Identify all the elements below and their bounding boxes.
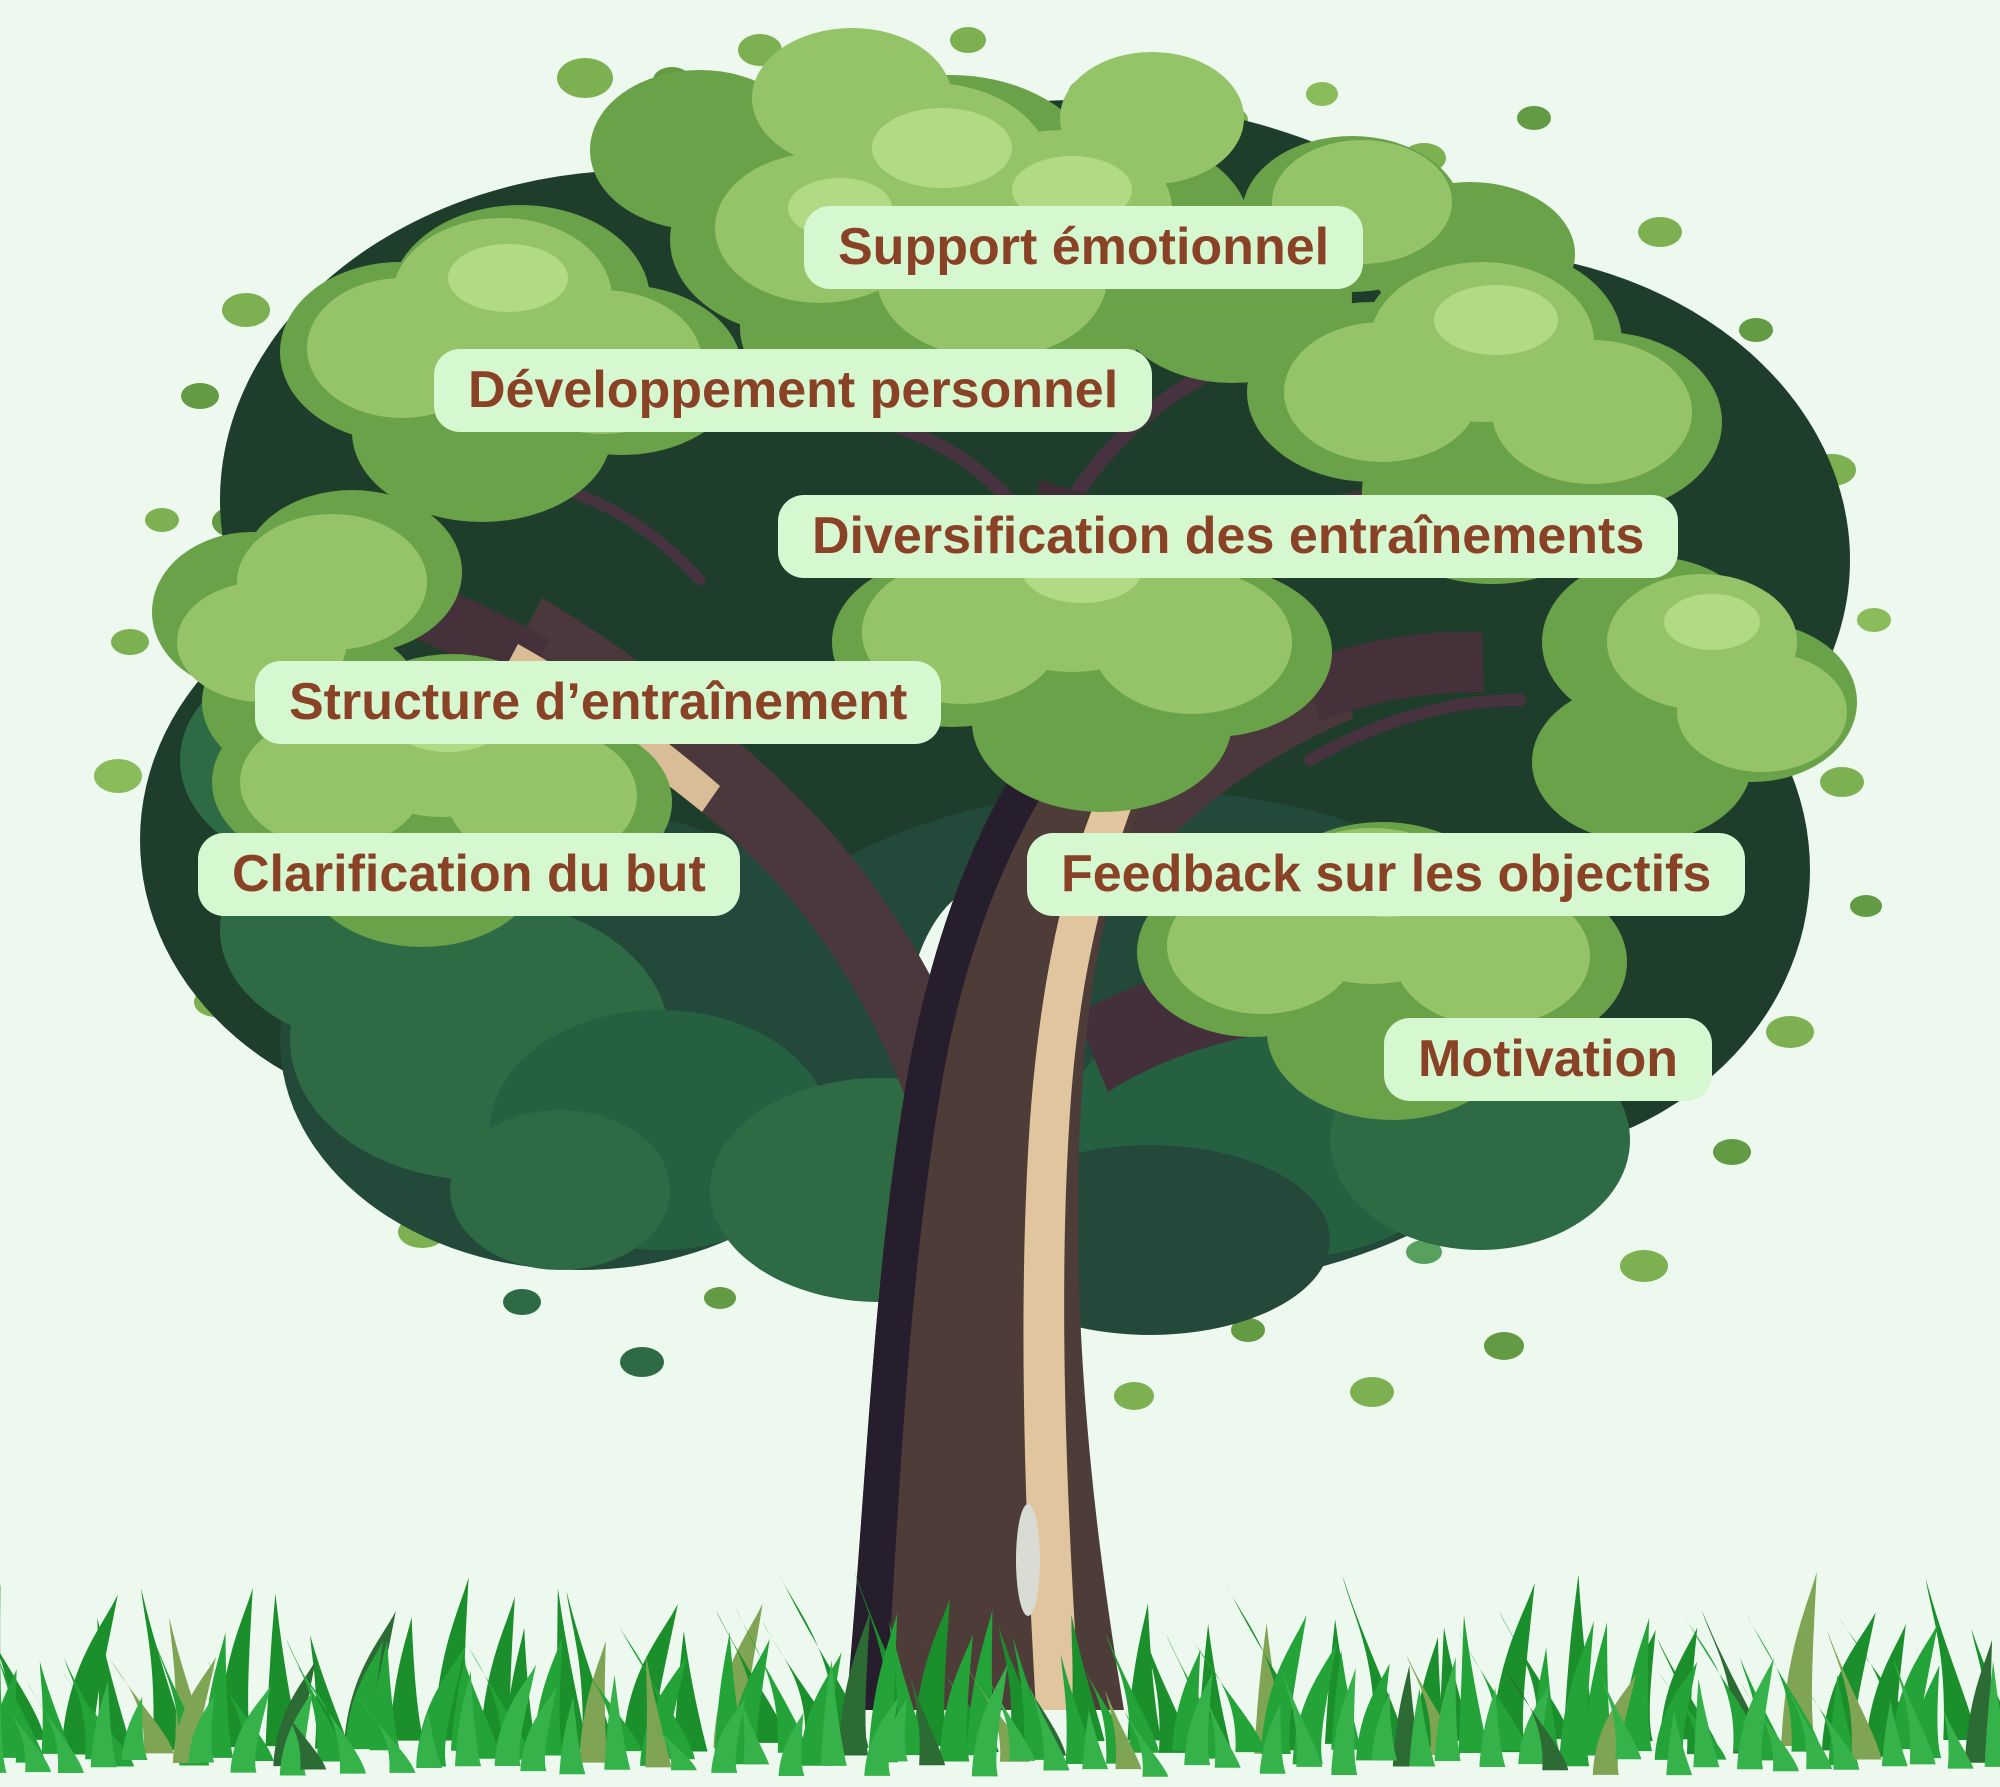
label-support-emotionnel: Support émotionnel [804,206,1364,289]
label-developpement-personnel: Développement personnel [434,349,1153,432]
label-feedback-objectifs: Feedback sur les objectifs [1027,833,1746,916]
label-motivation: Motivation [1384,1018,1712,1101]
label-structure-entrainement: Structure d’entraînement [255,661,942,744]
label-clarification-but: Clarification du but [198,833,740,916]
grass [0,1571,2000,1777]
label-diversification-entrainements: Diversification des entraînements [778,495,1679,578]
